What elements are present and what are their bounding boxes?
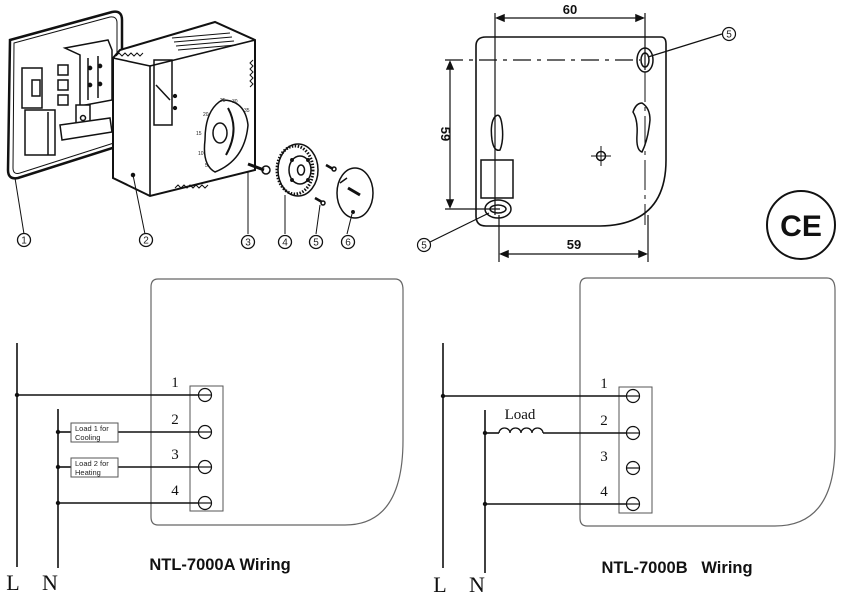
knob-wheel [275, 143, 319, 197]
callout-label: 5 [421, 241, 427, 252]
callout-label: 3 [245, 238, 251, 249]
callout-5-top [721, 26, 737, 42]
terminal-screw-2 [197, 424, 213, 440]
callout-5-bottom [416, 237, 432, 253]
screw-part-3 [247, 162, 271, 175]
cover-housing: 5 10 15 20 25 30 35 [112, 20, 256, 198]
load-label: Load [505, 407, 536, 423]
terminal-screw-2 [625, 425, 641, 441]
terminal-screw-1 [197, 387, 213, 403]
terminal-screw-4 [625, 496, 641, 512]
wiring-diagram-a: Load 1 for Cooling Load 2 for Heating 1 … [6, 278, 404, 595]
exploded-view: 5 10 15 20 25 30 35 [6, 10, 374, 250]
callout-label: 6 [345, 238, 351, 249]
dial-mark: 5 [205, 163, 208, 169]
terminal-number: 3 [171, 447, 179, 463]
dial-mark: 10 [198, 151, 204, 157]
load-1-label-line1: Load 1 for [75, 424, 109, 433]
junction-dots-a [14, 392, 61, 506]
terminal-block-b [618, 386, 653, 514]
mounting-slot-bottom [484, 199, 512, 219]
terminal-screw-4 [197, 495, 213, 511]
dimension-width-bottom: 59 [567, 237, 581, 252]
ce-mark: CE [766, 190, 836, 260]
mounting-drawing [416, 13, 737, 262]
callout-label: 2 [143, 236, 149, 247]
center-crosshair [591, 146, 611, 166]
dial-mark: 20 [203, 112, 209, 118]
terminal-number: 3 [600, 449, 608, 465]
load-1-label-line2: Cooling [75, 433, 100, 442]
dial-mark: 35 [244, 108, 250, 114]
mounting-labels: 60 59 59 5 5 [421, 2, 732, 252]
callout-1 [16, 232, 32, 248]
callout-label: 5 [726, 30, 732, 41]
leader-lines [14, 172, 353, 235]
neutral-label-N: N [469, 572, 485, 597]
dial-mark: 15 [196, 131, 202, 137]
terminal-screw-3 [197, 459, 213, 475]
neutral-label-N: N [42, 570, 58, 595]
load-2-label-line2: Heating [75, 468, 101, 477]
junction-dots-b [440, 393, 488, 507]
dial-mark: 30 [232, 99, 238, 105]
part-callouts [16, 232, 356, 250]
load-coil-symbol [498, 427, 544, 434]
terminal-number: 4 [171, 483, 179, 499]
line-label-L: L [433, 572, 446, 597]
screws-part-5 [314, 163, 337, 206]
callout-6 [340, 234, 356, 250]
load-2-heating-box [70, 457, 119, 478]
terminal-number: 1 [171, 375, 179, 391]
part-callout-labels: 1 2 3 4 5 6 [21, 236, 351, 249]
thermostat-outline-a [150, 278, 404, 526]
callout-label: 4 [282, 238, 288, 249]
mounting-slot-top [636, 47, 654, 73]
line-label-L: L [6, 570, 19, 595]
wiring-b-title: NTL-7000B Wiring [601, 559, 752, 577]
ce-text: CE [780, 210, 822, 243]
load-boxes-a [70, 422, 119, 478]
load-1-cooling-box [70, 422, 119, 443]
callout-5 [308, 234, 324, 250]
terminal-screw-3 [625, 460, 641, 476]
dimension-height: 59 [438, 127, 453, 141]
base-plate [6, 10, 124, 180]
callout-label: 1 [21, 236, 27, 247]
wiring-a-title: NTL-7000A Wiring [149, 556, 290, 574]
load-2-label-line1: Load 2 for [75, 459, 109, 468]
terminal-screws-a [197, 387, 213, 511]
terminal-number: 1 [600, 376, 608, 392]
callout-2 [138, 232, 154, 248]
terminal-screws-b [625, 388, 641, 512]
knob-cap [336, 167, 374, 219]
terminal-number: 4 [600, 484, 608, 500]
dial-scale: 5 10 15 20 25 30 35 [196, 98, 250, 169]
wiring-diagram-b: Load 1 2 3 4 L N NTL-7000B Wiring [433, 277, 836, 597]
terminal-number: 2 [600, 413, 608, 429]
terminal-screw-1 [625, 388, 641, 404]
terminal-block-a [189, 385, 224, 512]
terminal-number: 2 [171, 412, 179, 428]
callout-3 [240, 234, 256, 250]
dimension-width-top: 60 [563, 2, 577, 17]
callout-4 [277, 234, 293, 250]
thermostat-outline-b [579, 277, 836, 527]
callout-label: 5 [313, 238, 319, 249]
wires-b [442, 343, 633, 573]
wires-a [16, 343, 205, 568]
dial-mark: 25 [220, 98, 226, 104]
ce-circle [766, 190, 836, 260]
